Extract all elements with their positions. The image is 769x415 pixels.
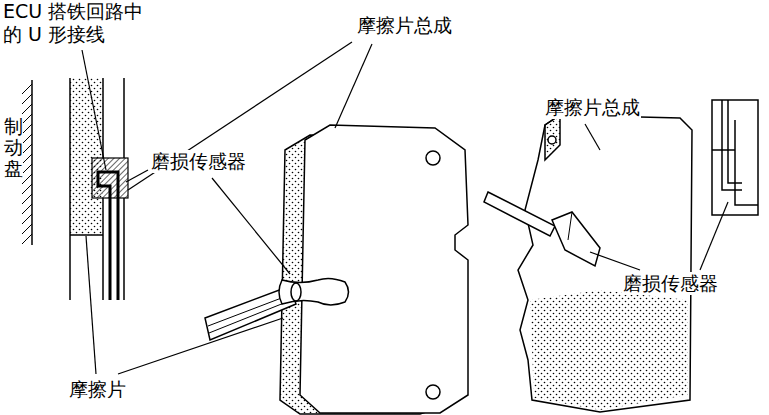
- pad-section: [70, 78, 128, 300]
- leader-lines: [82, 42, 728, 374]
- sensor-detail: [712, 100, 758, 215]
- part-label: 摩擦片总成: [356, 14, 453, 37]
- part-label: 摩擦片总成: [544, 96, 641, 119]
- part-label: 磨损传感器: [622, 272, 719, 295]
- part-label: 摩擦片: [68, 378, 127, 401]
- pad-assembly-worn: [484, 115, 692, 412]
- part-label: 磨损传感器: [150, 150, 247, 173]
- part-label: ECU 搭铁回路中 的 U 形接线: [2, 0, 154, 46]
- vertical-label: 制动盘: [4, 116, 23, 179]
- brake-disc: [22, 80, 32, 245]
